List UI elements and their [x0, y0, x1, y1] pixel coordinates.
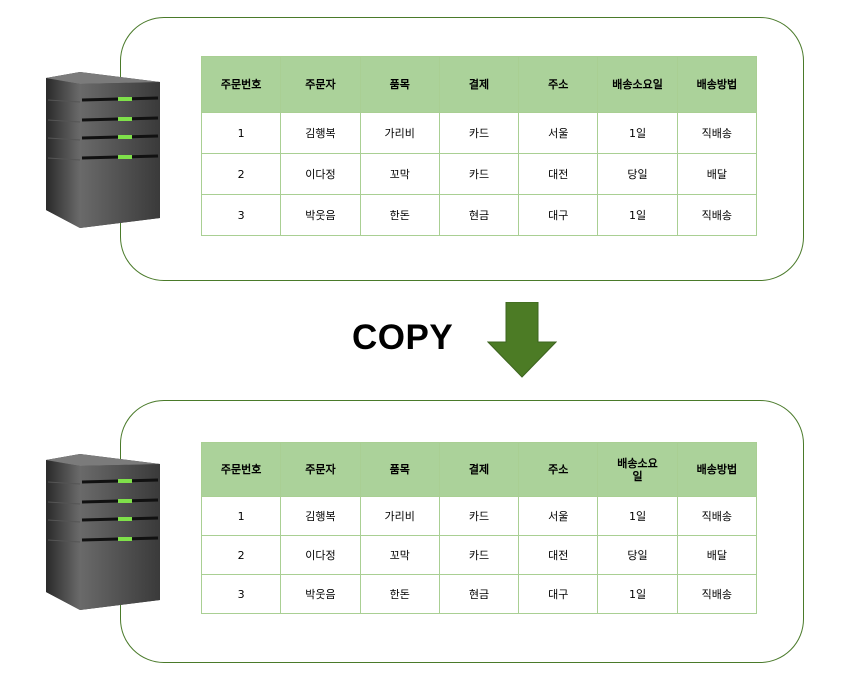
table-cell: 서울: [518, 496, 599, 536]
table-row: 3 박웃음 한돈 현금 대구 1일 직배송: [200, 574, 758, 614]
table-cell: 2: [200, 153, 282, 195]
server-led: [118, 479, 132, 483]
table-cell: 이다정: [280, 535, 361, 575]
column-header: 주문번호: [200, 56, 282, 113]
table-cell: 배달: [676, 535, 758, 575]
table-cell: 배달: [676, 153, 758, 195]
table-header-row: 주문번호 주문자 품목 결제 주소 배송소요일 배송방법: [200, 56, 758, 113]
table-cell: 현금: [438, 574, 520, 614]
table-cell: 가리비: [359, 112, 440, 154]
table-cell: 김행복: [280, 496, 361, 536]
column-header: 주문자: [280, 56, 361, 113]
copy-server-icon: [46, 454, 160, 610]
table-cell: 대전: [518, 535, 599, 575]
table-cell: 1일: [597, 194, 678, 236]
server-led: [118, 135, 132, 139]
source-server-icon: [46, 72, 160, 228]
server-led: [118, 155, 132, 159]
table-cell: 카드: [438, 535, 520, 575]
column-header: 결제: [438, 442, 520, 497]
table-cell: 대구: [518, 574, 599, 614]
table-row: 1 김행복 가리비 카드 서울 1일 직배송: [200, 496, 758, 536]
table-cell: 한돈: [359, 194, 440, 236]
table-cell: 직배송: [676, 112, 758, 154]
table-row: 2 이다정 꼬막 카드 대전 당일 배달: [200, 153, 758, 195]
table-cell: 3: [200, 194, 282, 236]
table-cell: 1일: [597, 574, 678, 614]
server-led: [118, 537, 132, 541]
table-cell: 박웃음: [280, 574, 361, 614]
table-header-row: 주문번호 주문자 품목 결제 주소 배송소요 일 배송방법: [200, 442, 758, 497]
table-cell: 1: [200, 496, 282, 536]
column-header: 주문번호: [200, 442, 282, 497]
column-header: 배송방법: [676, 56, 758, 113]
table-cell: 이다정: [280, 153, 361, 195]
table-cell: 1: [200, 112, 282, 154]
table-cell: 대구: [518, 194, 599, 236]
table-cell: 직배송: [676, 194, 758, 236]
table-cell: 대전: [518, 153, 599, 195]
table-cell: 김행복: [280, 112, 361, 154]
orders-table-copy: 주문번호 주문자 품목 결제 주소 배송소요 일 배송방법 1 김행복 가리비 …: [200, 442, 758, 614]
orders-table-source: 주문번호 주문자 품목 결제 주소 배송소요일 배송방법 1 김행복 가리비 카…: [200, 56, 758, 236]
table-cell: 당일: [597, 535, 678, 575]
server-led: [118, 499, 132, 503]
table-row: 2 이다정 꼬막 카드 대전 당일 배달: [200, 535, 758, 575]
table-cell: 꼬막: [359, 535, 440, 575]
table-cell: 현금: [438, 194, 520, 236]
table-cell: 1일: [597, 112, 678, 154]
server-led: [118, 97, 132, 101]
table-cell: 박웃음: [280, 194, 361, 236]
table-cell: 서울: [518, 112, 599, 154]
table-cell: 꼬막: [359, 153, 440, 195]
copy-label: COPY: [352, 318, 454, 357]
server-led: [118, 517, 132, 521]
table-cell: 2: [200, 535, 282, 575]
column-header: 품목: [359, 56, 440, 113]
column-header: 배송소요 일: [597, 442, 678, 497]
table-cell: 가리비: [359, 496, 440, 536]
arrow-down-icon: [487, 302, 557, 378]
table-cell: 직배송: [676, 496, 758, 536]
table-cell: 카드: [438, 496, 520, 536]
table-cell: 직배송: [676, 574, 758, 614]
column-header: 주소: [518, 442, 599, 497]
column-header: 배송소요일: [597, 56, 678, 113]
table-cell: 카드: [438, 153, 520, 195]
table-cell: 3: [200, 574, 282, 614]
table-row: 1 김행복 가리비 카드 서울 1일 직배송: [200, 112, 758, 154]
column-header: 주소: [518, 56, 599, 113]
table-cell: 한돈: [359, 574, 440, 614]
column-header: 결제: [438, 56, 520, 113]
column-header: 배송방법: [676, 442, 758, 497]
table-cell: 카드: [438, 112, 520, 154]
table-cell: 1일: [597, 496, 678, 536]
server-led: [118, 117, 132, 121]
table-row: 3 박웃음 한돈 현금 대구 1일 직배송: [200, 194, 758, 236]
table-cell: 당일: [597, 153, 678, 195]
column-header: 품목: [359, 442, 440, 497]
column-header: 주문자: [280, 442, 361, 497]
